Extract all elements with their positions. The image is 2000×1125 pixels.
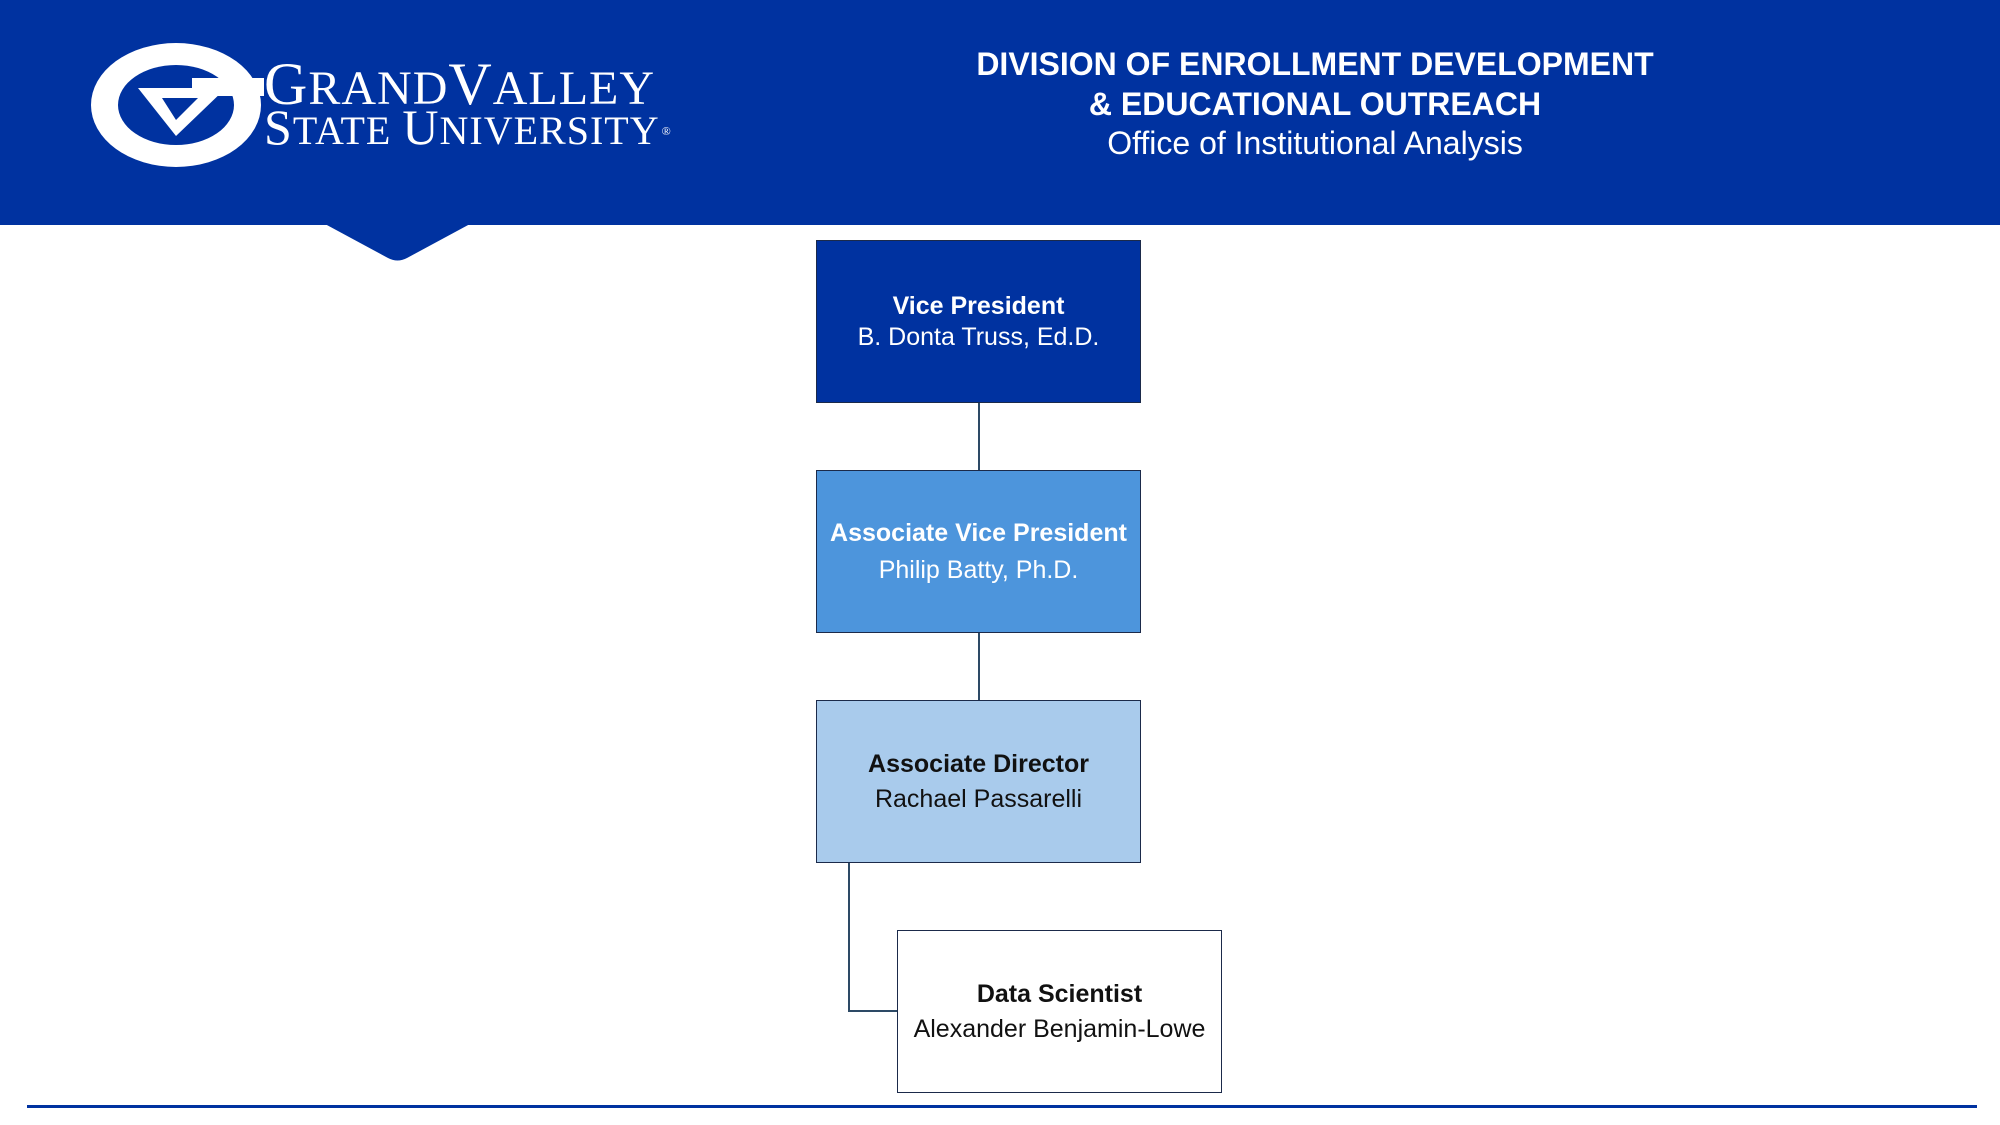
registered-mark: ® [661, 124, 672, 138]
footer-divider [27, 1105, 1977, 1108]
org-box-associate-director: Associate Director Rachael Passarelli [816, 700, 1141, 863]
connector-avp-to-ad [978, 633, 980, 700]
person-name: Alexander Benjamin-Lowe [913, 1014, 1206, 1043]
gv-logo-icon [91, 43, 264, 167]
connector-ad-to-ds-vertical [848, 863, 850, 1012]
connector-ad-to-ds-horizontal [848, 1010, 897, 1012]
role-title: Associate Vice President [830, 518, 1127, 547]
person-name: Rachael Passarelli [874, 784, 1083, 813]
org-box-data-scientist: Data Scientist Alexander Benjamin-Lowe [897, 930, 1222, 1093]
header-notch [325, 224, 470, 261]
org-box-associate-vice-president: Associate Vice President Philip Batty, P… [816, 470, 1141, 633]
office-name: Office of Institutional Analysis [1107, 125, 1523, 161]
logo-wordmark-line2: STATE UNIVERSITY® [264, 99, 672, 155]
division-title-line1: DIVISION OF ENROLLMENT DEVELOPMENT [976, 46, 1654, 82]
person-name: B. Donta Truss, Ed.D. [857, 322, 1100, 351]
university-logo: GRANDVALLEY STATE UNIVERSITY® [88, 40, 698, 170]
header-title-block: DIVISION OF ENROLLMENT DEVELOPMENT & EDU… [900, 44, 1730, 162]
role-title: Associate Director [868, 749, 1089, 778]
role-title: Vice President [892, 291, 1065, 320]
header-banner: GRANDVALLEY STATE UNIVERSITY® DIVISION O… [0, 0, 2000, 225]
division-title-line2: & EDUCATIONAL OUTREACH [1088, 86, 1542, 122]
org-box-vice-president: Vice President B. Donta Truss, Ed.D. [816, 240, 1141, 403]
role-title: Data Scientist [976, 979, 1143, 1008]
person-name: Philip Batty, Ph.D. [878, 555, 1079, 584]
logo-wordmark-line1: GRANDVALLEY [264, 51, 655, 117]
connector-vp-to-avp [978, 403, 980, 470]
